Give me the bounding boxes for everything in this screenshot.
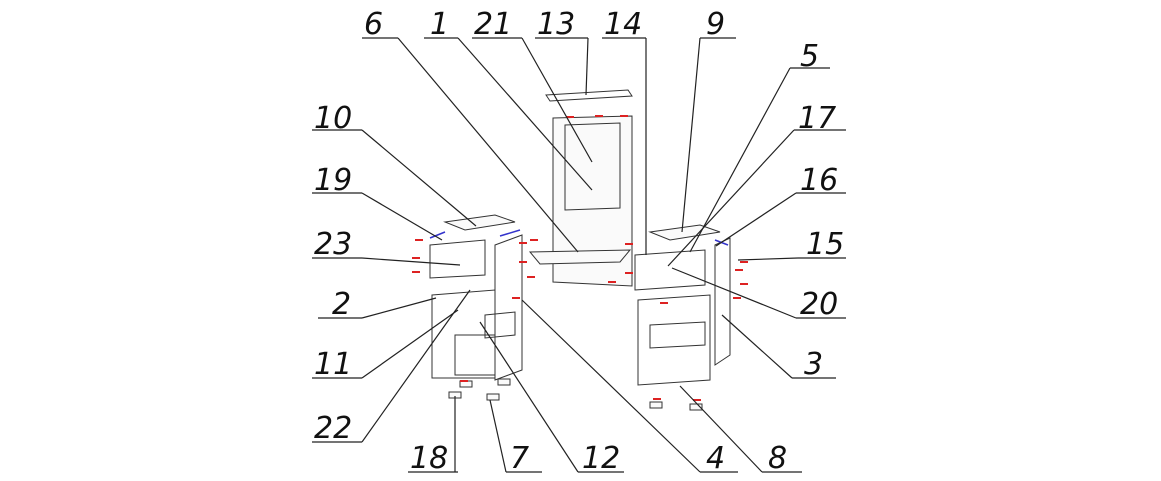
leader-line [681, 37, 701, 233]
reference-numeral: 4 [706, 441, 725, 476]
leader-line [361, 297, 437, 319]
reference-numeral: 7 [510, 441, 529, 476]
callout-4: 4 [521, 299, 738, 476]
callout-14: 14 [602, 7, 647, 255]
reference-numeral: 23 [314, 227, 352, 262]
callout-11: 11 [312, 309, 459, 382]
callout-23: 23 [312, 227, 461, 266]
callout-6: 6 [362, 7, 579, 253]
reference-numeral: 11 [314, 347, 352, 382]
callout-10: 10 [312, 101, 477, 227]
reference-numeral: 9 [706, 7, 725, 42]
reference-numeral: 17 [798, 101, 836, 136]
reference-numeral: 21 [474, 7, 512, 42]
leader-line [679, 385, 763, 473]
leader-line [361, 192, 443, 241]
callout-5: 5 [689, 39, 830, 253]
leader-line [671, 267, 797, 319]
callout-3: 3 [721, 314, 836, 382]
reference-numeral: 14 [604, 7, 642, 42]
callout-17: 17 [667, 101, 846, 267]
callout-9: 9 [681, 7, 736, 233]
callout-8: 8 [679, 385, 802, 476]
left-cabinet [412, 214, 535, 401]
callouts: 6 1 21 13 14 9 5 17 16 15 20 3 8 4 12 7 18 22 11 2 23 19 10 [312, 7, 846, 476]
leader-line [521, 299, 701, 473]
leader-line [721, 314, 793, 379]
callout-21: 21 [472, 7, 593, 163]
reference-numeral: 3 [804, 347, 823, 382]
callout-16: 16 [715, 163, 846, 247]
leader-line [361, 257, 461, 266]
leader-line [585, 37, 589, 96]
callout-1: 1 [424, 7, 593, 191]
reference-numeral: 6 [364, 7, 383, 42]
reference-numeral: 18 [410, 441, 448, 476]
callout-15: 15 [737, 227, 846, 262]
leader-line [479, 321, 579, 473]
reference-numeral: 19 [314, 163, 352, 198]
leader-line [397, 37, 579, 253]
reference-numeral: 8 [768, 441, 787, 476]
leader-line [489, 399, 507, 473]
leader-line [361, 129, 477, 227]
leader-line [361, 289, 471, 443]
leader-line [689, 67, 791, 253]
leader-line [521, 37, 593, 163]
right-cabinet [634, 224, 748, 411]
leader-line [715, 192, 797, 247]
reference-numeral: 22 [314, 411, 352, 446]
leader-line [361, 309, 459, 379]
reference-numeral: 2 [332, 287, 351, 322]
leader-line [457, 37, 593, 191]
callout-12: 12 [479, 321, 624, 476]
reference-numeral: 12 [582, 441, 620, 476]
callout-18: 18 [408, 396, 458, 476]
reference-numeral: 5 [800, 39, 819, 74]
callout-19: 19 [312, 163, 443, 241]
display-panel [528, 89, 633, 287]
callout-20: 20 [671, 267, 846, 322]
callout-2: 2 [318, 287, 437, 322]
callout-13: 13 [535, 7, 589, 96]
reference-numeral: 20 [800, 287, 838, 322]
reference-numeral: 1 [430, 7, 449, 42]
reference-numeral: 16 [800, 163, 838, 198]
reference-numeral: 10 [314, 101, 352, 136]
leader-line [737, 257, 799, 261]
leader-line [667, 129, 795, 267]
callout-7: 7 [489, 399, 542, 476]
reference-numeral: 13 [537, 7, 575, 42]
callout-22: 22 [312, 289, 471, 446]
reference-numeral: 15 [806, 227, 844, 262]
